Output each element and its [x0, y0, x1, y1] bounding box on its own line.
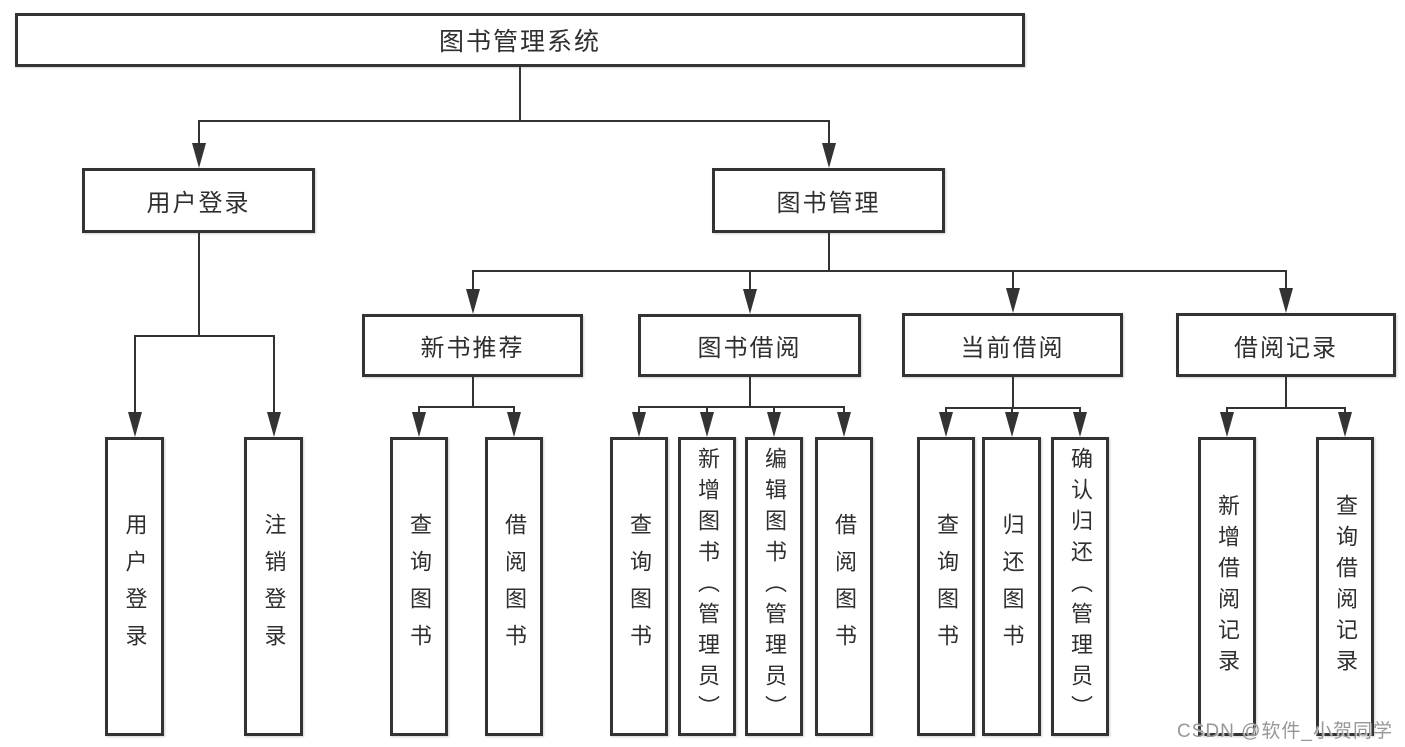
connector-line — [827, 233, 830, 270]
node-bw-edit: 编辑图书（管理员） — [745, 437, 803, 736]
node-label: 图书借阅 — [697, 335, 802, 362]
node-rec-add: 新增借阅记录 — [1198, 437, 1256, 736]
connector-line — [471, 377, 474, 406]
connector-line — [197, 120, 200, 144]
connector-line — [1011, 270, 1014, 289]
connector-line — [1285, 377, 1287, 407]
watermark: CSDN @软件_小贺同学 — [1177, 721, 1393, 742]
connector-line — [133, 335, 136, 413]
arrow-down-icon — [939, 412, 953, 437]
node-cur-confirm: 确认归还（管理员） — [1051, 437, 1109, 736]
connector-line — [638, 406, 640, 413]
connector-line — [1079, 407, 1081, 413]
connector-line — [1285, 270, 1287, 289]
connector-line — [1344, 407, 1346, 413]
arrow-down-icon — [1005, 288, 1020, 313]
node-bw-query: 查询图书 — [610, 437, 668, 736]
node-label: 当前借阅 — [960, 334, 1065, 362]
node-login-user: 用户登录 — [105, 437, 164, 736]
connector-line — [748, 377, 751, 406]
node-label: 用户登录 — [146, 190, 251, 217]
connector-line — [197, 233, 200, 335]
arrow-down-icon — [507, 412, 521, 437]
node-label: 借阅图书 — [832, 512, 857, 661]
connector-line — [1226, 407, 1346, 409]
node-borrow: 图书借阅 — [638, 314, 861, 377]
arrow-down-icon — [700, 412, 714, 437]
arrow-down-icon — [767, 412, 781, 437]
connector-line — [748, 270, 751, 290]
connector-line — [945, 407, 947, 413]
node-label: 新增借阅记录 — [1215, 493, 1240, 680]
node-label: 新书推荐 — [420, 335, 525, 362]
arrow-down-icon — [191, 143, 206, 168]
connector-line — [638, 406, 845, 408]
node-label: 编辑图书（管理员） — [762, 447, 787, 726]
connector-line — [272, 335, 275, 413]
node-label: 查询图书 — [407, 512, 432, 661]
node-label: 新增图书（管理员） — [695, 447, 720, 726]
node-label: 借阅图书 — [502, 512, 527, 661]
node-label: 图书管理 — [776, 190, 881, 217]
node-newbook: 新书推荐 — [362, 314, 583, 377]
arrow-down-icon — [1279, 288, 1293, 313]
arrow-down-icon — [1004, 412, 1019, 437]
node-label: 查询图书 — [934, 512, 959, 661]
node-nb-query: 查询图书 — [390, 437, 448, 736]
connector-line — [418, 406, 515, 408]
arrow-down-icon — [837, 412, 851, 437]
arrow-down-icon — [742, 289, 757, 314]
connector-line — [513, 406, 515, 413]
node-label: 图书管理系统 — [438, 28, 601, 56]
connector-line — [1010, 407, 1013, 413]
node-cur-query: 查询图书 — [917, 437, 975, 736]
node-nb-borrow: 借阅图书 — [485, 437, 543, 736]
connector-line — [1011, 377, 1014, 407]
node-rec-query: 查询借阅记录 — [1316, 437, 1374, 736]
arrow-down-icon — [1338, 412, 1352, 437]
arrow-down-icon — [632, 412, 646, 437]
node-records: 借阅记录 — [1176, 313, 1396, 377]
node-label: 用户登录 — [122, 512, 148, 661]
node-label: 归还图书 — [999, 512, 1025, 661]
connector-line — [519, 67, 521, 120]
node-current: 当前借阅 — [902, 313, 1123, 377]
connector-line — [418, 406, 420, 413]
connector-line — [706, 406, 708, 413]
node-cur-return: 归还图书 — [982, 437, 1041, 736]
node-root: 图书管理系统 — [15, 13, 1025, 67]
node-login: 用户登录 — [82, 168, 315, 233]
arrow-down-icon — [821, 143, 836, 168]
connector-line — [471, 270, 474, 290]
node-bw-add: 新增图书（管理员） — [678, 437, 736, 736]
node-label: 注销登录 — [261, 512, 287, 661]
node-login-out: 注销登录 — [244, 437, 303, 736]
connector-line — [471, 270, 1287, 272]
connector-line — [197, 120, 830, 122]
connector-line — [1226, 407, 1228, 413]
node-label: 查询借阅记录 — [1333, 493, 1358, 680]
connector-line — [945, 407, 1081, 409]
arrow-down-icon — [266, 412, 281, 437]
arrow-down-icon — [127, 412, 142, 437]
node-bw-borrow: 借阅图书 — [815, 437, 873, 736]
node-label: 查询图书 — [627, 512, 652, 661]
connector-line — [133, 335, 275, 337]
arrow-down-icon — [465, 289, 480, 314]
arrow-down-icon — [412, 412, 426, 437]
connector-line — [827, 120, 830, 144]
node-label: 确认归还（管理员） — [1068, 447, 1093, 726]
connector-line — [773, 406, 775, 413]
node-mgmt: 图书管理 — [712, 168, 945, 233]
arrow-down-icon — [1220, 412, 1234, 437]
connector-line — [843, 406, 845, 413]
arrow-down-icon — [1073, 412, 1087, 437]
node-label: 借阅记录 — [1234, 334, 1338, 362]
